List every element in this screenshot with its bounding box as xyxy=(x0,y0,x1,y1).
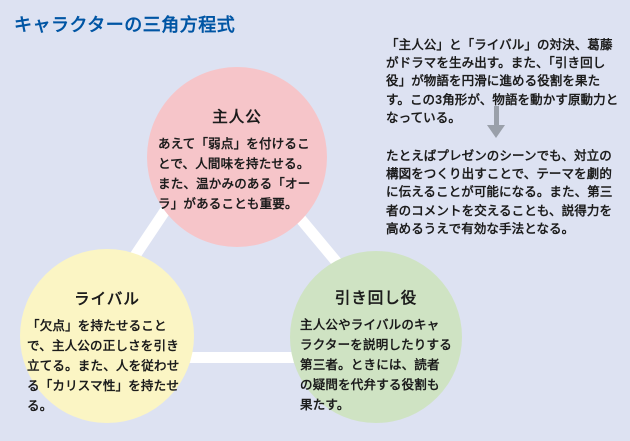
facilitator-description: 主人公やライバルのキャラクターを説明したりする第三者。ときには、読者の疑問を代弁… xyxy=(300,318,452,412)
down-arrow-head xyxy=(487,125,505,138)
page-title: キャラクターの三角方程式 xyxy=(14,15,236,35)
rival-label: ライバル xyxy=(74,291,140,308)
rival-circle: ライバル 「欠点」を持たせることで、主人公の正しさを引き立てる。また、人を従わせ… xyxy=(20,249,194,423)
protagonist-description: あえて「弱点」を付けることで、人間味を持たせる。また、温かみのある「オーラ」があ… xyxy=(158,137,311,211)
facilitator-label: 引き回し役 xyxy=(334,290,418,307)
explanation-paragraph-1: 「主人公」と「ライバル」の対決、葛藤がドラマを生み出す。また、「引き回し役」が物… xyxy=(386,38,619,125)
explanation-paragraph-2: たとえばプレゼンのシーンでも、対立の構図をつくり出すことで、テーマを劇的に伝える… xyxy=(386,149,613,236)
rival-description: 「欠点」を持たせることで、主人公の正しさを引き立てる。また、人を従わせる「カリス… xyxy=(27,319,180,413)
protagonist-circle: 主人公 あえて「弱点」を付けることで、人間味を持たせる。また、温かみのある「オー… xyxy=(147,67,327,247)
down-arrow-stem xyxy=(494,106,499,126)
protagonist-label: 主人公 xyxy=(212,109,262,126)
down-arrow-icon xyxy=(487,106,506,138)
facilitator-circle: 引き回し役 主人公やライバルのキャラクターを説明したりする第三者。ときには、読者… xyxy=(290,251,462,423)
